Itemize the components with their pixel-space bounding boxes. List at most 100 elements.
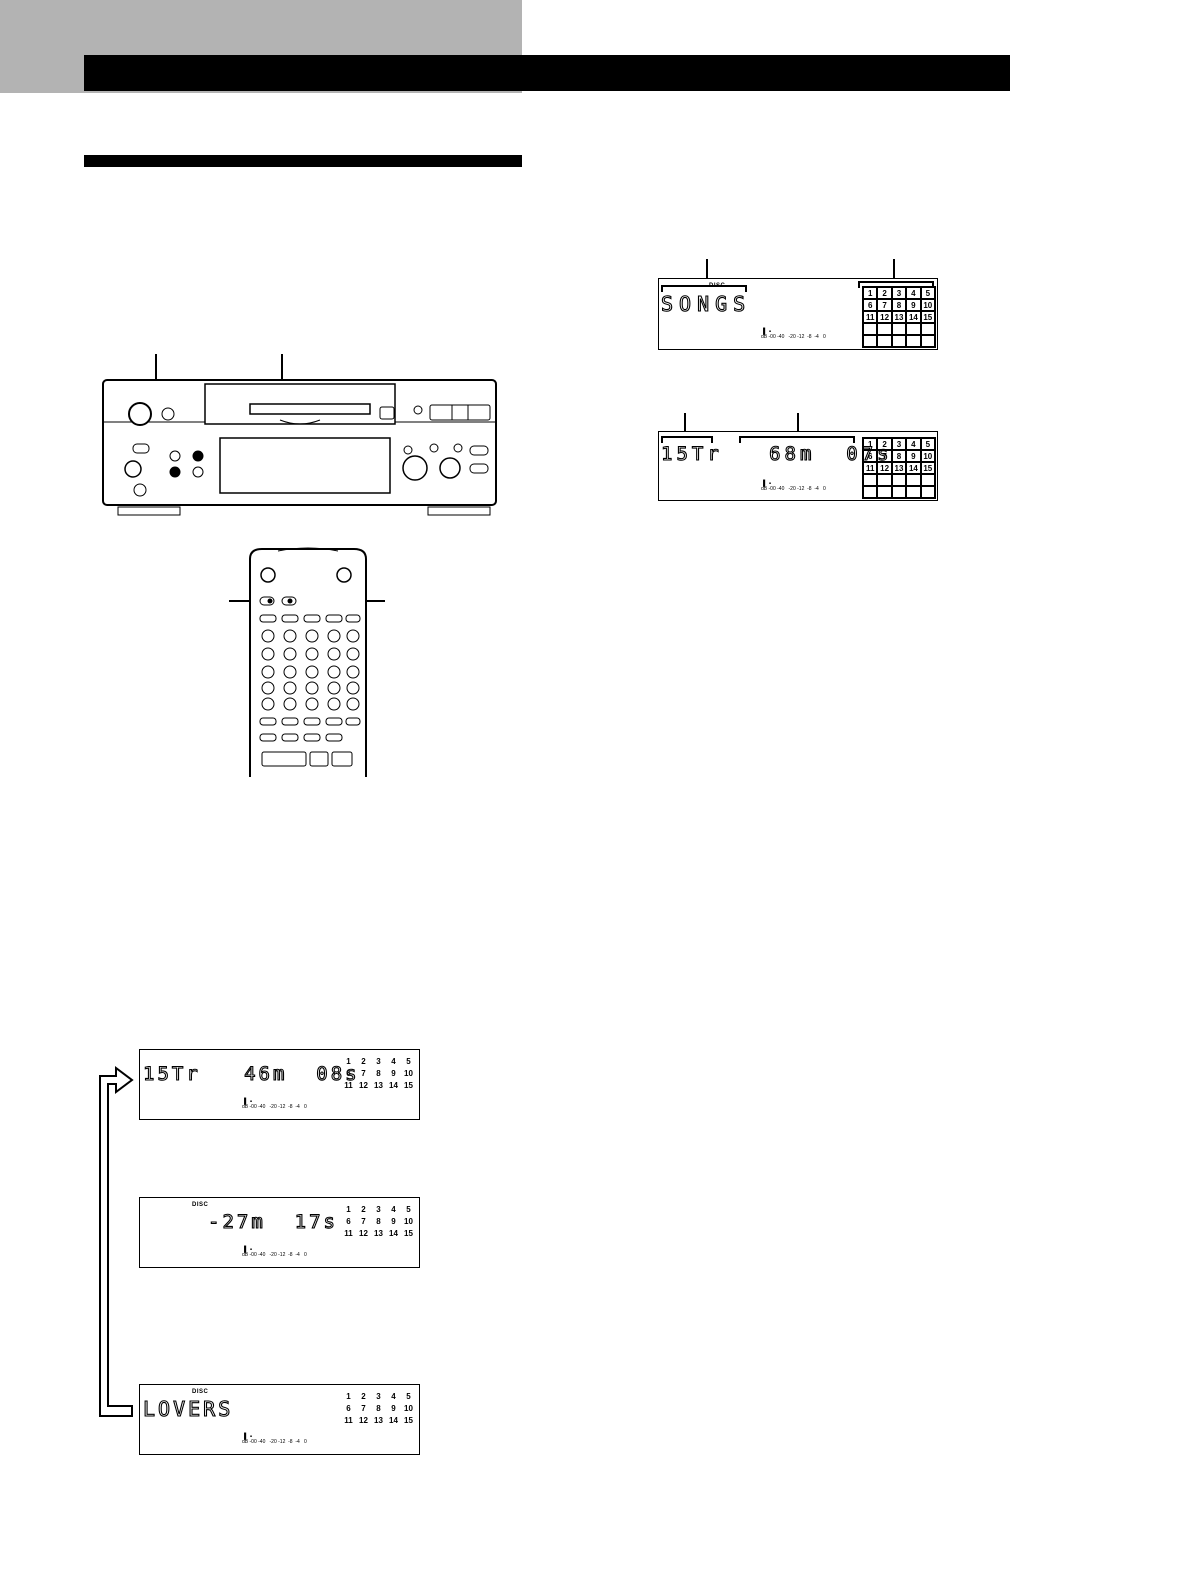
track-number-cell	[877, 474, 892, 486]
track-number-cell: 3	[376, 1056, 381, 1066]
track-number-cell: 10	[404, 1068, 413, 1078]
track-number-cell: 15	[920, 311, 935, 323]
track-number-cell: 2	[877, 287, 892, 299]
track-number-cell	[920, 474, 935, 486]
track-number-cell	[891, 474, 907, 486]
track-number-cell: 8	[891, 450, 907, 462]
track-number-cell: 5	[406, 1056, 411, 1066]
track-number-cell: 4	[906, 287, 921, 299]
track-number-cell: 3	[891, 438, 907, 450]
track-number-cell	[877, 323, 892, 335]
segment-text: 15Tr 68m 07s	[660, 443, 893, 465]
track-number-cell: 7	[877, 450, 892, 462]
bracket	[739, 436, 855, 443]
track-number-cell: 7	[361, 1068, 366, 1078]
track-number-cell: 10	[404, 1216, 413, 1226]
track-number-cell: 10	[404, 1403, 413, 1413]
bracket	[858, 281, 934, 288]
disc-indicator: DISC	[709, 283, 726, 289]
callout-line	[797, 413, 799, 434]
track-number-cell: 5	[406, 1391, 411, 1401]
level-meter: ▐ ▪dB -00 -40 -20 -12 -8 -4 0	[242, 1434, 307, 1445]
track-number-cell	[920, 335, 935, 347]
track-number-cell	[863, 335, 878, 347]
remote-control-illustration	[249, 547, 367, 777]
callout-line	[706, 259, 708, 286]
segment-text: -27m 17s	[207, 1211, 338, 1233]
track-number-cell	[891, 323, 907, 335]
track-number-cell: 14	[389, 1228, 398, 1238]
track-number-cell: 9	[906, 299, 921, 311]
track-number-cell: 11	[344, 1080, 353, 1090]
track-number-cell: 11	[344, 1415, 353, 1425]
track-number-cell: 6	[346, 1068, 351, 1078]
callout-line	[684, 413, 686, 434]
deck-front-panel-illustration	[102, 379, 497, 516]
disc-indicator: DISC	[192, 1202, 209, 1208]
disc-indicator: DISC	[192, 1389, 209, 1395]
track-number-cell: 9	[391, 1068, 396, 1078]
track-number-cell: 12	[359, 1080, 368, 1090]
bracket	[661, 285, 747, 292]
track-number-cell: 2	[361, 1056, 366, 1066]
track-number-cell	[906, 474, 921, 486]
track-number-cell	[906, 335, 921, 347]
track-number-cell: 4	[391, 1204, 396, 1214]
track-number-cell: 15	[404, 1080, 413, 1090]
track-number-cell: 14	[389, 1415, 398, 1425]
track-number-cell: 1	[346, 1391, 351, 1401]
track-number-cell: 5	[920, 438, 935, 450]
track-number-cell: 15	[920, 462, 935, 474]
track-number-cell: 9	[391, 1403, 396, 1413]
level-meter: ▐ ▪dB -00 -40 -20 -12 -8 -4 0	[761, 329, 826, 340]
track-number-cell: 11	[863, 462, 878, 474]
track-number-cell: 13	[891, 462, 907, 474]
track-number-cell: 15	[404, 1228, 413, 1238]
track-number-cell: 9	[391, 1216, 396, 1226]
chapter-header-bar	[84, 55, 1010, 91]
track-number-cell: 8	[376, 1216, 381, 1226]
bracket	[661, 436, 713, 443]
track-number-cell: 4	[391, 1391, 396, 1401]
track-number-cell: 5	[920, 287, 935, 299]
track-number-cell: 7	[361, 1403, 366, 1413]
track-number-cell: 14	[389, 1080, 398, 1090]
section-heading-rule	[84, 155, 522, 167]
level-meter: ▐ ▪dB -00 -40 -20 -12 -8 -4 0	[761, 481, 826, 492]
cycle-arrow	[99, 1066, 134, 1417]
segment-text: SONGS	[660, 292, 752, 316]
track-number-cell	[863, 474, 878, 486]
track-number-cell: 2	[361, 1204, 366, 1214]
track-number-cell: 4	[391, 1056, 396, 1066]
track-number-cell: 1	[863, 287, 878, 299]
track-number-cell	[891, 335, 907, 347]
callout-line	[893, 259, 895, 281]
segment-text: 15Tr 46m 08s	[142, 1063, 360, 1085]
track-number-cell: 10	[920, 450, 935, 462]
track-number-cell: 8	[376, 1403, 381, 1413]
track-number-cell: 11	[344, 1228, 353, 1238]
track-number-cell: 6	[346, 1216, 351, 1226]
track-number-cell: 4	[906, 438, 921, 450]
level-meter: ▐ ▪dB -00 -40 -20 -12 -8 -4 0	[242, 1247, 307, 1258]
track-number-cell	[877, 486, 892, 498]
track-number-cell: 2	[877, 438, 892, 450]
track-number-cell: 11	[863, 311, 878, 323]
level-meter: ▐ ▪dB -00 -40 -20 -12 -8 -4 0	[242, 1099, 307, 1110]
track-number-cell: 15	[404, 1415, 413, 1425]
track-number-cell	[920, 486, 935, 498]
track-number-cell: 12	[359, 1228, 368, 1238]
track-number-cell: 6	[863, 299, 878, 311]
track-number-cell	[863, 486, 878, 498]
track-number-cell: 14	[906, 462, 921, 474]
track-number-cell: 8	[891, 299, 907, 311]
track-number-cell: 1	[346, 1204, 351, 1214]
track-number-cell	[877, 335, 892, 347]
track-number-cell: 1	[863, 438, 878, 450]
